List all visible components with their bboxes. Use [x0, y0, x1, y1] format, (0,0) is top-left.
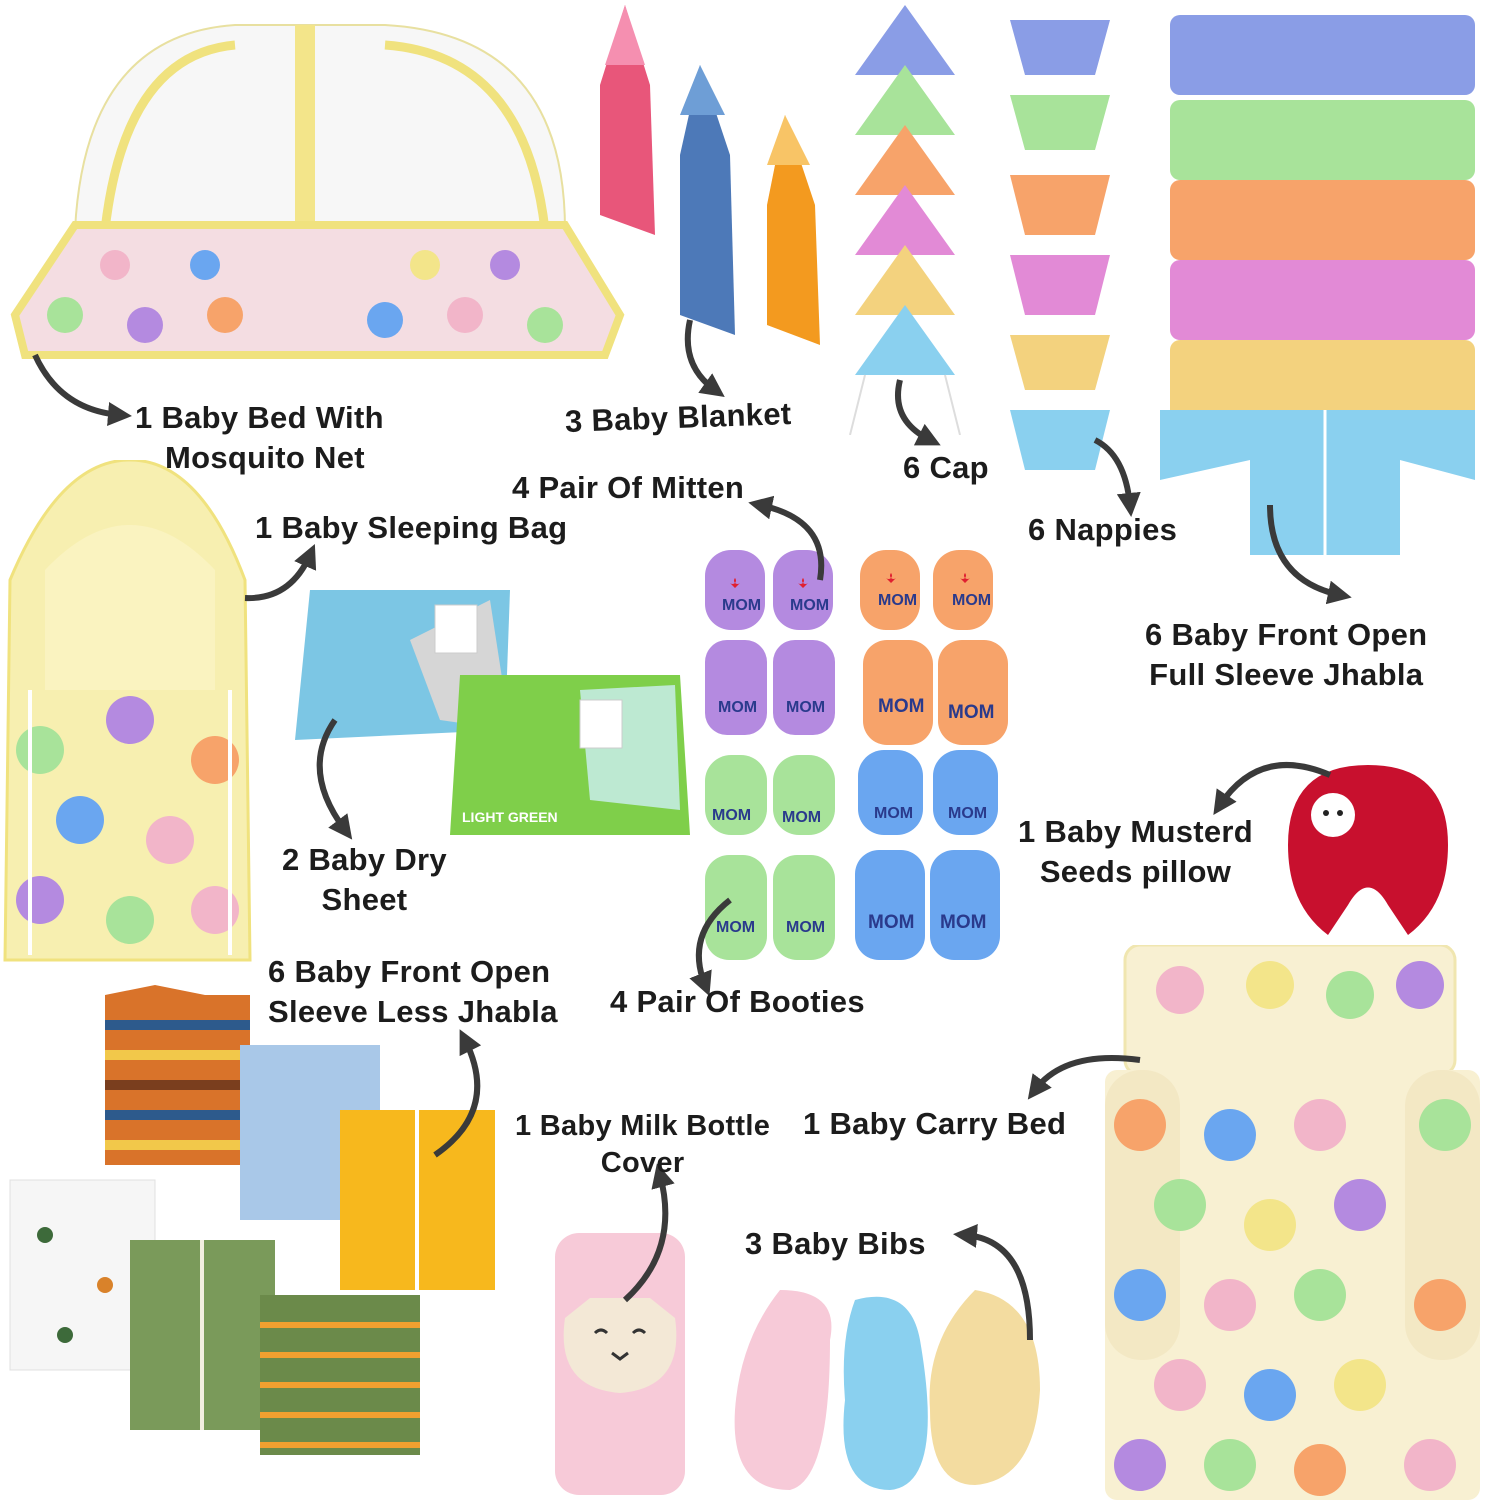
mustard-seeds-pillow: [1288, 765, 1448, 935]
label-line: Sleeve Less Jhabla: [268, 994, 558, 1029]
bootie-print-text: MOM: [868, 912, 914, 933]
label-nappies: 6 Nappies: [1028, 512, 1178, 547]
baby-caps: [849, 5, 961, 435]
label-line: Sheet: [321, 882, 408, 917]
label-bottle-cover: 1 Baby Milk Bottle Cover: [515, 1108, 770, 1182]
bootie-print-text: MOM: [948, 702, 994, 723]
label-blanket: 3 Baby Blanket: [564, 396, 792, 439]
label-full-sleeve-jhabla: 6 Baby Front Open Full Sleeve Jhabla: [1145, 615, 1427, 695]
label-cap: 6 Cap: [903, 450, 989, 485]
dry-sheet-color-text: LIGHT GREEN: [462, 809, 558, 825]
label-dry-sheet: 2 Baby Dry Sheet: [282, 840, 447, 920]
mitten-print-text: MOM: [874, 805, 913, 822]
mitten-print-text: MOM: [782, 809, 821, 826]
label-line: 1 Baby Musterd: [1018, 814, 1254, 849]
cat-face-icon: [563, 1298, 677, 1393]
label-bed-with-mosquito-net: 1 Baby Bed With Mosquito Net: [135, 398, 384, 478]
sleeveless-jhabla: [9, 985, 495, 1455]
label-line: 6 Baby Front Open: [1145, 617, 1428, 652]
baby-carry-bed: [1105, 945, 1480, 1500]
bootie-print-text: MOM: [940, 912, 986, 933]
label-carry-bed: 1 Baby Carry Bed: [803, 1106, 1067, 1141]
label-line: Seeds pillow: [1039, 854, 1232, 889]
mittens-and-booties: MOM MOM MOM MOM MOM MOM MOM MOM MOM MOM …: [705, 550, 1008, 960]
milk-bottle-cover: [555, 1233, 685, 1495]
label-sleeping-bag: 1 Baby Sleeping Bag: [255, 510, 568, 545]
label-mitten: 4 Pair Of Mitten: [512, 470, 745, 505]
bed-with-mosquito-net: [10, 24, 625, 359]
label-line: 1 Baby Bed With: [135, 400, 384, 435]
baby-sleeping-bag: [3, 460, 252, 962]
label-line: Cover: [600, 1147, 685, 1179]
bootie-print-text: MOM: [716, 919, 755, 936]
heart-icon: [730, 573, 970, 588]
bootie-print-text: MOM: [718, 699, 757, 716]
label-pillow: 1 Baby Musterd Seeds pillow: [1018, 812, 1253, 892]
label-line: 6 Baby Front Open: [268, 954, 551, 989]
baby-nappies: [1010, 20, 1110, 470]
label-line: Full Sleeve Jhabla: [1149, 657, 1424, 692]
bootie-print-text: MOM: [786, 919, 825, 936]
label-line: 2 Baby Dry: [282, 842, 447, 877]
label-booties: 4 Pair Of Booties: [610, 984, 865, 1019]
label-bibs: 3 Baby Bibs: [745, 1226, 926, 1261]
bootie-print-text: MOM: [786, 699, 825, 716]
baby-bibs: [734, 1290, 1040, 1490]
cat-face-icon: [1311, 793, 1355, 837]
mitten-print-text: MOM: [722, 597, 761, 614]
full-sleeve-jhabla: [1160, 15, 1475, 555]
baby-dry-sheets: LIGHT GREEN: [295, 590, 690, 835]
mitten-print-text: MOM: [712, 807, 751, 824]
mitten-print-text: MOM: [948, 805, 987, 822]
label-line: Mosquito Net: [165, 440, 365, 475]
label-sleeveless-jhabla: 6 Baby Front Open Sleeve Less Jhabla: [268, 952, 558, 1032]
bootie-print-text: MOM: [878, 696, 924, 717]
mitten-print-text: MOM: [790, 597, 829, 614]
baby-blankets: [600, 5, 820, 345]
mitten-print-text: MOM: [878, 592, 917, 609]
mitten-print-text: MOM: [952, 592, 991, 609]
label-line: 1 Baby Milk Bottle: [515, 1110, 771, 1142]
